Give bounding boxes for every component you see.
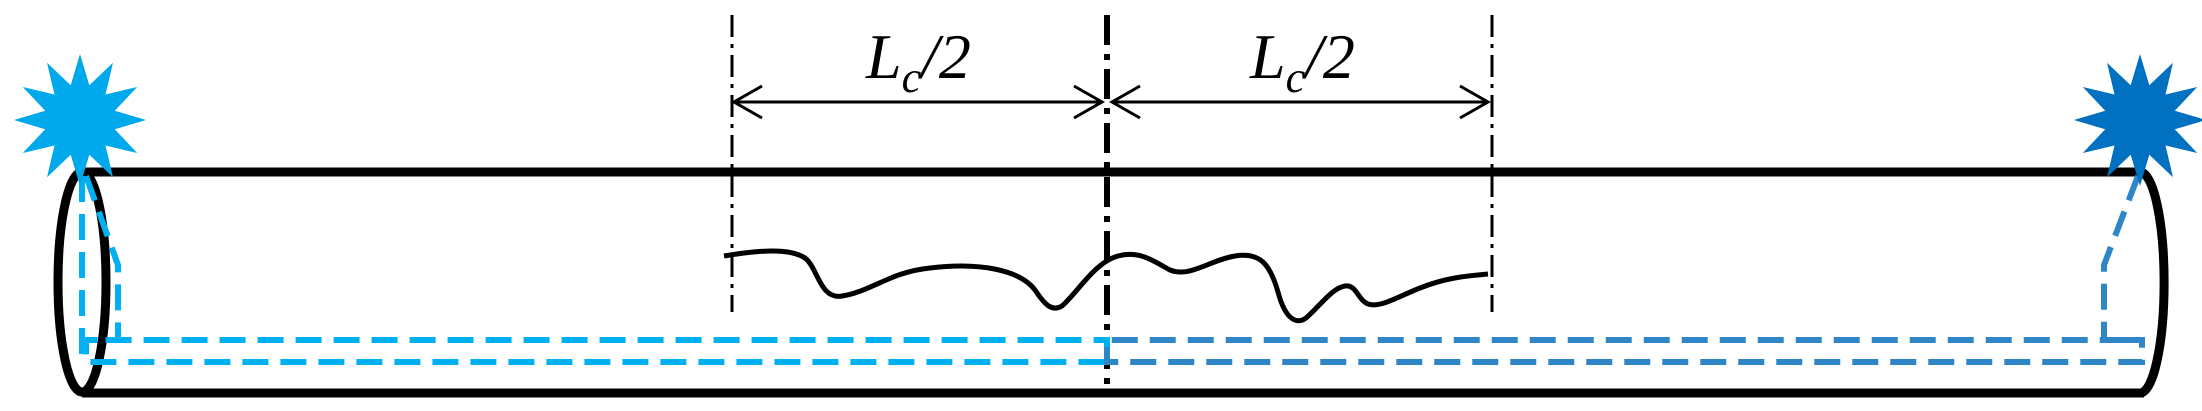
- left-length-label: Lc/2: [865, 21, 971, 102]
- left-light-path: [79, 174, 1110, 365]
- right-length-label: Lc/2: [1249, 21, 1355, 102]
- left-source-starburst-icon: [14, 54, 146, 186]
- right-source-starburst-icon: [2074, 54, 2202, 186]
- fiber-right-end: [2139, 167, 2169, 398]
- left-dimension-arrow: [730, 84, 1106, 120]
- right-light-path: [1104, 174, 2145, 365]
- perturbation-waveform: [723, 248, 1489, 324]
- right-dimension-arrow: [1108, 84, 1492, 120]
